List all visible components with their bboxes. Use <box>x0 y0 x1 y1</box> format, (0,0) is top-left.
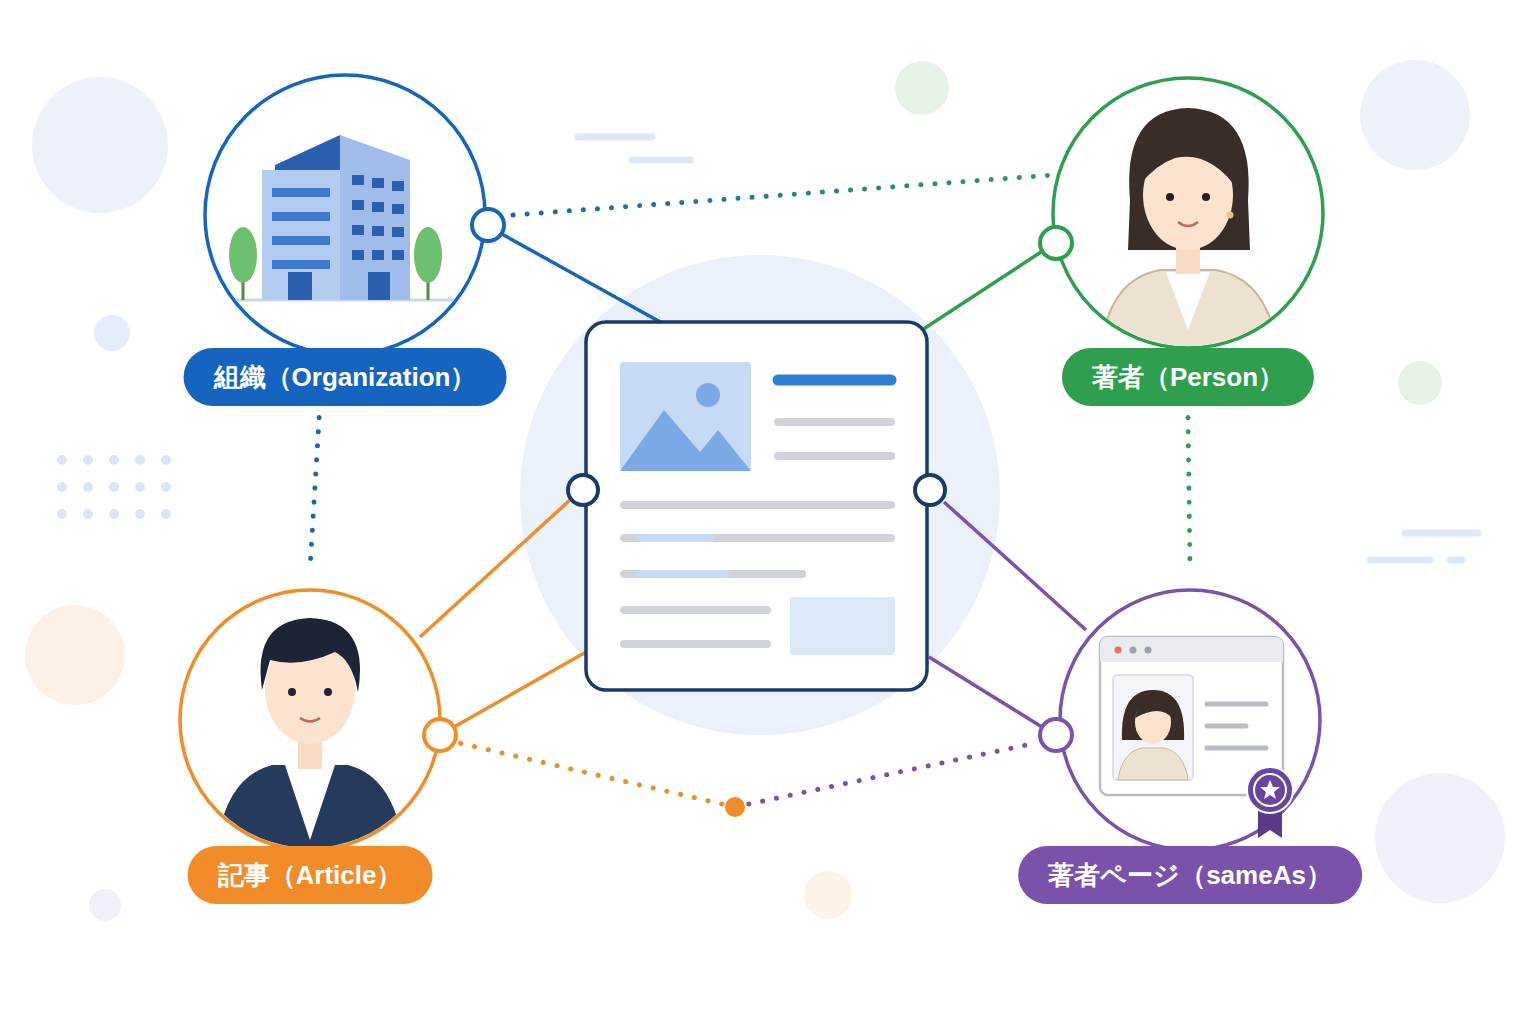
dotted-connector <box>461 743 1034 817</box>
dotted-connector <box>310 418 319 570</box>
dotted-connector <box>513 175 1050 215</box>
dotted-connector <box>1188 418 1190 570</box>
man-icon <box>180 590 456 860</box>
node-label: 記事（Article） <box>188 846 433 904</box>
author-page-icon <box>1040 590 1320 850</box>
sameas-node: 著者ページ（sameAs） <box>1060 590 1320 850</box>
node-label: 著者ページ（sameAs） <box>1018 846 1362 904</box>
building-icon <box>205 75 504 355</box>
woman-icon <box>1040 78 1323 360</box>
decor <box>25 60 1505 921</box>
organization-node: 組織（Organization） <box>205 75 485 355</box>
person-node: 著者（Person） <box>1053 78 1323 348</box>
node-label: 組織（Organization） <box>184 348 507 406</box>
link-line <box>420 233 1086 727</box>
article-node: 記事（Article） <box>180 590 440 850</box>
article-card <box>568 322 945 690</box>
node-label: 著者（Person） <box>1062 348 1314 406</box>
